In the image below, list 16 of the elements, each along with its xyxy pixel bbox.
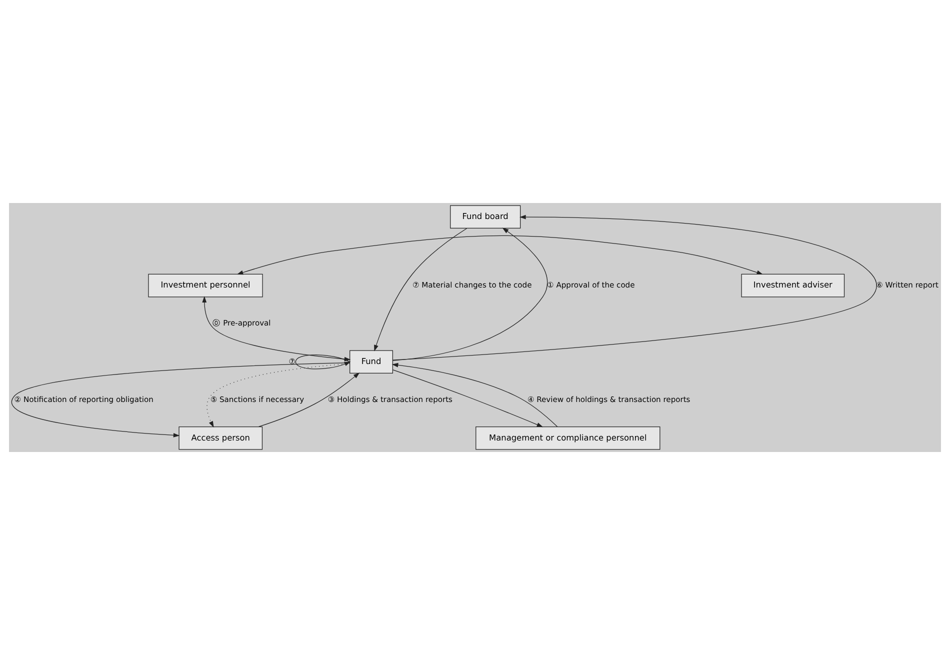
- node-box: Management or compliance personnel: [475, 426, 660, 450]
- node-box: Fund: [349, 350, 392, 373]
- arrow: [236, 234, 763, 274]
- arrow: [202, 296, 350, 361]
- arrow: [392, 369, 543, 427]
- arrow: [392, 227, 548, 360]
- arrow: [206, 362, 350, 427]
- node-box: Access person: [178, 426, 262, 450]
- arrow: [374, 228, 467, 351]
- node-box: Investment adviser: [740, 273, 844, 297]
- node-box: Investment personnel: [148, 273, 262, 297]
- arrow: [392, 214, 876, 360]
- arrow: [258, 372, 360, 427]
- arrow: [10, 362, 350, 437]
- arrow: [391, 362, 558, 426]
- node-box: Fund board: [450, 204, 520, 228]
